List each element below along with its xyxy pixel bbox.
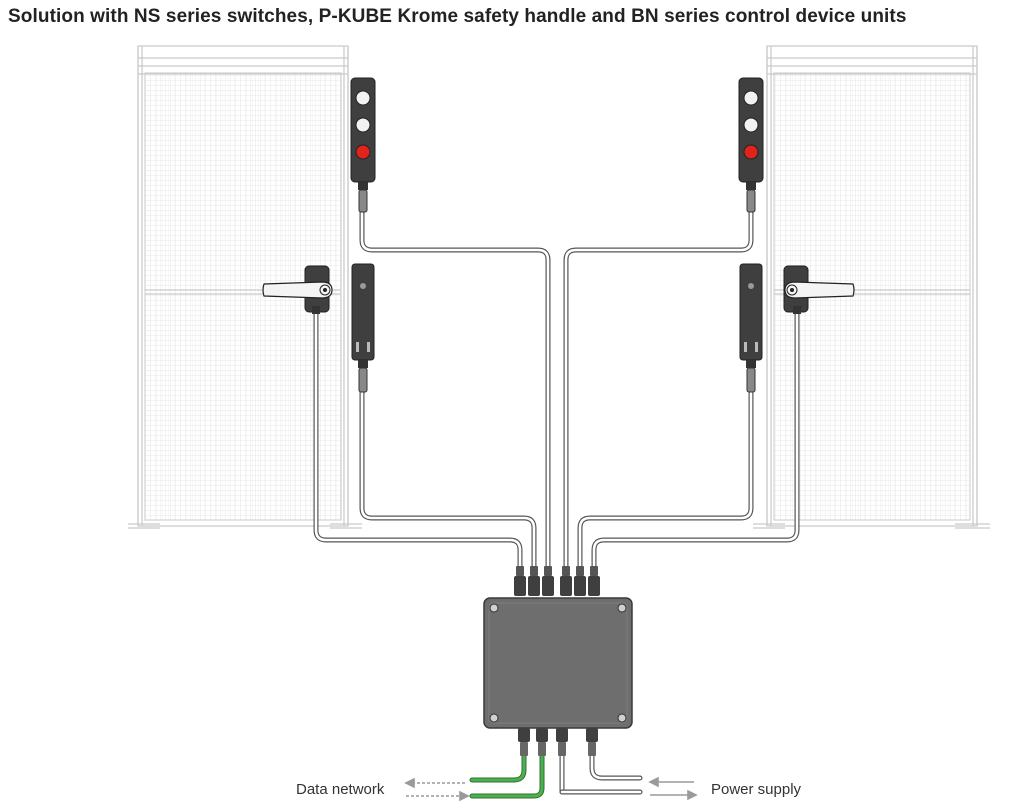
power-supply-arrows <box>648 776 698 801</box>
right-control-device <box>738 77 764 213</box>
push-button-icon <box>355 117 371 133</box>
data-network-label: Data network <box>296 781 385 798</box>
screw-icon <box>489 603 627 723</box>
safety-handle-icon <box>784 281 855 299</box>
left-ns-switch <box>351 263 375 393</box>
box-top-connectors <box>514 566 600 596</box>
connector-icon <box>514 566 600 596</box>
data-network-arrows <box>404 777 470 802</box>
stop-button-icon <box>743 144 759 160</box>
right-safety-handle <box>783 265 855 314</box>
stop-button-icon <box>355 144 371 160</box>
safety-handle-icon <box>262 281 333 299</box>
right-ns-switch <box>739 263 763 393</box>
left-safety-handle <box>262 265 333 314</box>
diagram-title: Solution with NS series switches, P-KUBE… <box>8 6 907 27</box>
left-control-device <box>350 77 376 213</box>
junction-box <box>483 597 633 729</box>
push-button-icon <box>743 90 759 106</box>
box-bottom-connectors <box>518 728 598 756</box>
push-button-icon <box>743 117 759 133</box>
power-supply-label: Power supply <box>711 781 802 798</box>
cables <box>313 209 800 799</box>
push-button-icon <box>355 90 371 106</box>
